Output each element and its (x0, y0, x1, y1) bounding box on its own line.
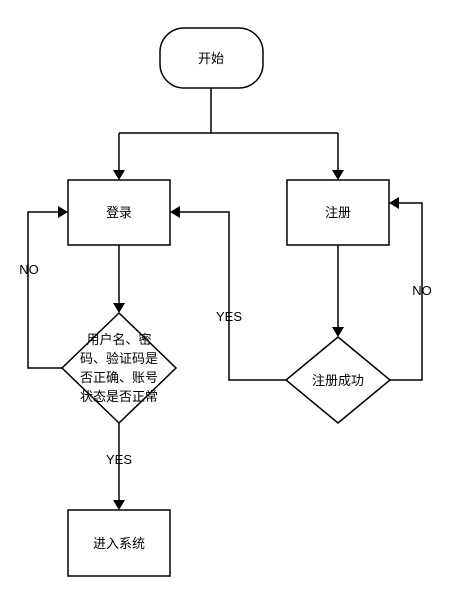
arrow-into-enter-system (113, 500, 125, 510)
arrow-into-login-top (113, 170, 125, 180)
register-label: 注册 (325, 205, 351, 220)
edge-success-no-loop (390, 202, 423, 381)
arrow-into-register-right (389, 197, 399, 209)
enter-system-node (67, 509, 171, 577)
arrow-into-register-top (332, 170, 344, 180)
yes-label-middle: YES (216, 309, 242, 324)
login-node (67, 179, 171, 246)
enter-system-label: 进入系统 (93, 536, 145, 551)
register-success-decision (284, 336, 392, 424)
credential-check-decision (60, 311, 178, 425)
check-line-2: 码、验证码是 (80, 351, 158, 366)
yes-label-down: YES (106, 452, 132, 467)
arrow-into-login-left (58, 206, 68, 218)
start-label: 开始 (198, 51, 224, 66)
check-line-1: 用户名、密 (86, 332, 151, 347)
register-success-label: 注册成功 (312, 373, 364, 388)
arrow-into-success (332, 327, 344, 337)
no-label-left: NO (19, 262, 39, 277)
check-line-4: 状态是否正常 (80, 389, 158, 404)
arrow-into-login-right (170, 206, 180, 218)
check-line-3: 否正确、账号 (80, 370, 158, 385)
arrow-into-check (113, 303, 125, 313)
edge-success-yes (178, 211, 286, 381)
edge-check-no-loop (27, 211, 62, 369)
no-label-right: NO (412, 283, 432, 298)
login-label: 登录 (106, 205, 132, 220)
